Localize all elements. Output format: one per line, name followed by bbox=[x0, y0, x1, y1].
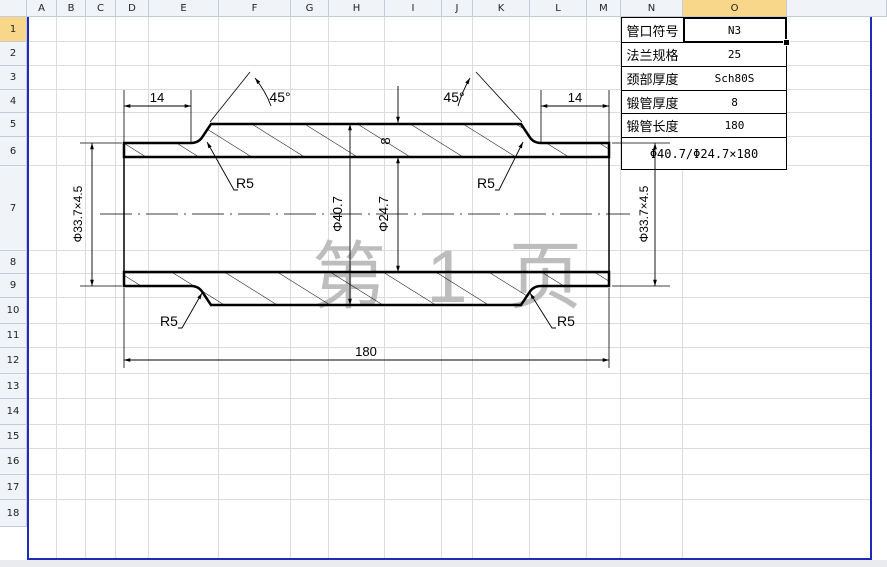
row-header-8[interactable]: 8 bbox=[0, 251, 27, 274]
row-header-2[interactable]: 2 bbox=[0, 42, 27, 66]
radius-top-left: R5 bbox=[236, 175, 254, 191]
gridline-v bbox=[586, 17, 587, 560]
column-header-d[interactable]: D bbox=[116, 0, 149, 17]
gridline-h bbox=[27, 41, 872, 42]
select-all-corner[interactable] bbox=[0, 0, 27, 17]
gridline-h bbox=[27, 250, 872, 251]
gridline-h bbox=[27, 499, 872, 500]
gridline-h bbox=[27, 474, 872, 475]
row-header-15[interactable]: 15 bbox=[0, 425, 27, 449]
row-header-18[interactable]: 18 bbox=[0, 500, 27, 527]
gridline-h bbox=[27, 373, 872, 374]
column-header-l[interactable]: L bbox=[530, 0, 587, 17]
row-header-17[interactable]: 17 bbox=[0, 475, 27, 500]
row-header-13[interactable]: 13 bbox=[0, 374, 27, 399]
print-border-bottom bbox=[27, 558, 872, 560]
spec-value-3[interactable]: Sch80S bbox=[683, 66, 787, 91]
angle-right: 45° bbox=[443, 89, 464, 105]
gridline-v bbox=[115, 17, 116, 560]
gridline-v bbox=[56, 17, 57, 560]
dim-thickness: 8 bbox=[378, 137, 393, 144]
row-header-12[interactable]: 12 bbox=[0, 348, 27, 374]
gridline-h bbox=[27, 65, 872, 66]
gridline-v bbox=[620, 17, 621, 560]
spec-value-5[interactable]: 180 bbox=[683, 113, 787, 138]
gridline-h bbox=[27, 165, 872, 166]
gridline-h bbox=[27, 112, 872, 113]
spec-label-5[interactable]: 锻管长度 bbox=[621, 113, 684, 138]
dim-length: 180 bbox=[355, 344, 377, 359]
column-header-h[interactable]: H bbox=[329, 0, 385, 17]
column-header-c[interactable]: C bbox=[86, 0, 116, 17]
column-header-g[interactable]: G bbox=[291, 0, 329, 17]
row-header-7[interactable]: 7 bbox=[0, 166, 27, 251]
bottom-wall-section bbox=[122, 270, 611, 307]
dia-outer-left: Φ33.7×4.5 bbox=[71, 185, 85, 242]
gridline-h bbox=[27, 89, 872, 90]
gridline-h bbox=[27, 323, 872, 324]
dim-left-top: 14 bbox=[150, 90, 164, 105]
row-header-11[interactable]: 11 bbox=[0, 324, 27, 348]
gridline-v bbox=[85, 17, 86, 560]
gridline-h bbox=[27, 424, 872, 425]
column-header-o[interactable]: O bbox=[683, 0, 787, 17]
radius-top-right: R5 bbox=[477, 175, 495, 191]
dia-outer-right: Φ33.7×4.5 bbox=[637, 185, 651, 242]
fill-handle[interactable] bbox=[783, 39, 790, 46]
row-header-4[interactable]: 4 bbox=[0, 90, 27, 113]
angle-left: 45° bbox=[269, 89, 290, 105]
print-border-right bbox=[870, 17, 872, 560]
dia-body: Φ40.7 bbox=[330, 196, 345, 232]
column-header-m[interactable]: M bbox=[587, 0, 621, 17]
spec-summary[interactable]: Φ40.7/Φ24.7×180 bbox=[621, 137, 787, 170]
row-header-14[interactable]: 14 bbox=[0, 399, 27, 425]
gridline-h bbox=[27, 347, 872, 348]
row-header-3[interactable]: 3 bbox=[0, 66, 27, 90]
column-header-k[interactable]: K bbox=[473, 0, 530, 17]
column-header-a[interactable]: A bbox=[27, 0, 57, 17]
sheet-footer-area bbox=[0, 560, 887, 567]
column-header-f[interactable]: F bbox=[219, 0, 291, 17]
row-header-9[interactable]: 9 bbox=[0, 274, 27, 298]
column-header-i[interactable]: I bbox=[385, 0, 442, 17]
dim-right-top: 14 bbox=[568, 90, 582, 105]
column-header-j[interactable]: J bbox=[442, 0, 473, 17]
row-header-10[interactable]: 10 bbox=[0, 298, 27, 324]
gridline-h bbox=[27, 398, 872, 399]
column-header-n[interactable]: N bbox=[621, 0, 683, 17]
radius-bottom-right: R5 bbox=[557, 313, 575, 329]
top-wall-section bbox=[122, 122, 611, 159]
row-header-5[interactable]: 5 bbox=[0, 113, 27, 137]
gridline-h bbox=[27, 448, 872, 449]
column-header-e[interactable]: E bbox=[149, 0, 219, 17]
spec-value-1[interactable]: N3 bbox=[683, 17, 787, 43]
print-border-left bbox=[27, 17, 29, 560]
dia-bore: Φ24.7 bbox=[376, 196, 391, 232]
gridline-v bbox=[148, 17, 149, 560]
column-header-b[interactable]: B bbox=[57, 0, 86, 17]
radius-bottom-left: R5 bbox=[160, 313, 178, 329]
gridline-v bbox=[682, 17, 683, 560]
row-header-6[interactable]: 6 bbox=[0, 137, 27, 166]
row-header-16[interactable]: 16 bbox=[0, 449, 27, 475]
spec-value-4[interactable]: 8 bbox=[683, 90, 787, 114]
row-header-1[interactable]: 1 bbox=[0, 17, 27, 42]
